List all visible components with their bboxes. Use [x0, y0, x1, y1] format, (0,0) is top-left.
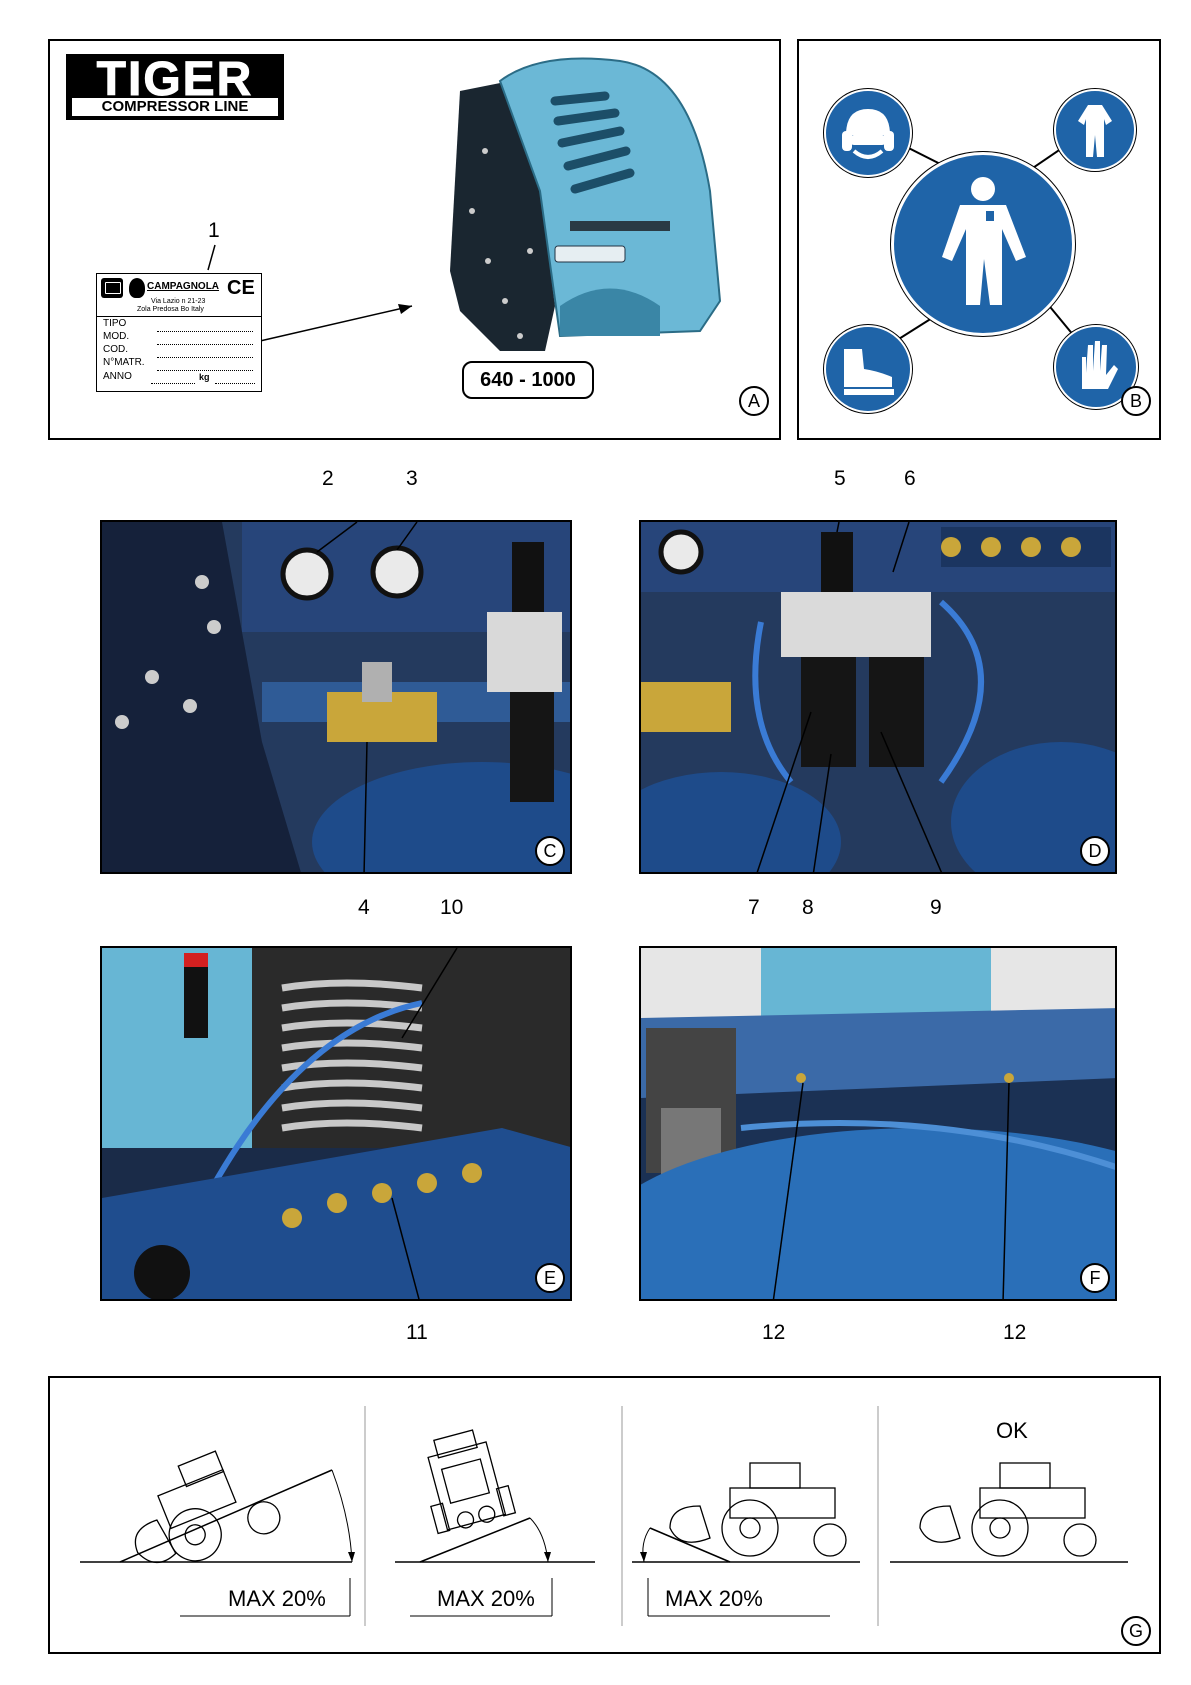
max-slope-label-1: MAX 20% — [228, 1586, 326, 1612]
safety-boot-icon — [824, 325, 912, 413]
plate-address-2: Zola Predosa Bo Italy — [137, 306, 204, 313]
max-slope-label-3: MAX 20% — [665, 1586, 763, 1612]
book-icon — [101, 278, 123, 298]
max-slope-label-2: MAX 20% — [437, 1586, 535, 1612]
plate-field-cod: COD. — [103, 344, 128, 355]
photo-d: D — [639, 520, 1117, 874]
callout-12-right: 12 — [1003, 1322, 1026, 1344]
ce-mark: CE — [227, 277, 255, 300]
photo-label-c: C — [535, 836, 565, 866]
callout-3: 3 — [406, 468, 418, 490]
photo-e: E — [100, 946, 572, 1301]
plate-address-1: Via Lazio n 21-23 — [151, 298, 205, 305]
callout-4: 4 — [358, 897, 370, 919]
photo-c: C — [100, 520, 572, 874]
photo-d-drawing — [641, 522, 1117, 874]
panel-b: B — [797, 39, 1161, 440]
panel-label-g: G — [1121, 1616, 1151, 1646]
photo-label-d: D — [1080, 836, 1110, 866]
campagnola-logo-icon — [129, 278, 145, 298]
panel-label-a: A — [739, 386, 769, 416]
panel-label-b: B — [1121, 386, 1151, 416]
callout-6: 6 — [904, 468, 916, 490]
photo-label-e: E — [535, 1263, 565, 1293]
photo-f-drawing — [641, 948, 1117, 1301]
photo-e-drawing — [102, 948, 572, 1301]
panel-g: MAX 20% MAX 20% MAX 20% OK G — [48, 1376, 1161, 1654]
panel-a: TIGER COMPRESSOR LINE 1 CAMPAGNOLA CE Vi… — [48, 39, 781, 440]
person-icon — [891, 152, 1075, 336]
callout-9: 9 — [930, 897, 942, 919]
data-plate: CAMPAGNOLA CE Via Lazio n 21-23 Zola Pre… — [96, 273, 262, 392]
callout-8: 8 — [802, 897, 814, 919]
callout-10: 10 — [440, 897, 463, 919]
callout-11: 11 — [406, 1322, 428, 1344]
callout-7: 7 — [748, 897, 760, 919]
plate-maker: CAMPAGNOLA — [147, 281, 219, 292]
ok-label: OK — [996, 1418, 1028, 1444]
callout-2: 2 — [322, 468, 334, 490]
callout-5: 5 — [834, 468, 846, 490]
compressor-illustration — [390, 51, 730, 371]
plate-field-mod: MOD. — [103, 331, 129, 342]
photo-label-f: F — [1080, 1263, 1110, 1293]
photo-c-drawing — [102, 522, 572, 874]
plate-field-anno: ANNO — [103, 371, 132, 382]
plate-field-tipo: TIPO — [103, 318, 126, 329]
plate-field-matr: N°MATR. — [103, 357, 145, 368]
plate-unit: kg — [199, 372, 210, 382]
callout-12-left: 12 — [762, 1322, 785, 1344]
model-range: 640 - 1000 — [462, 361, 594, 399]
photo-f: F — [639, 946, 1117, 1301]
